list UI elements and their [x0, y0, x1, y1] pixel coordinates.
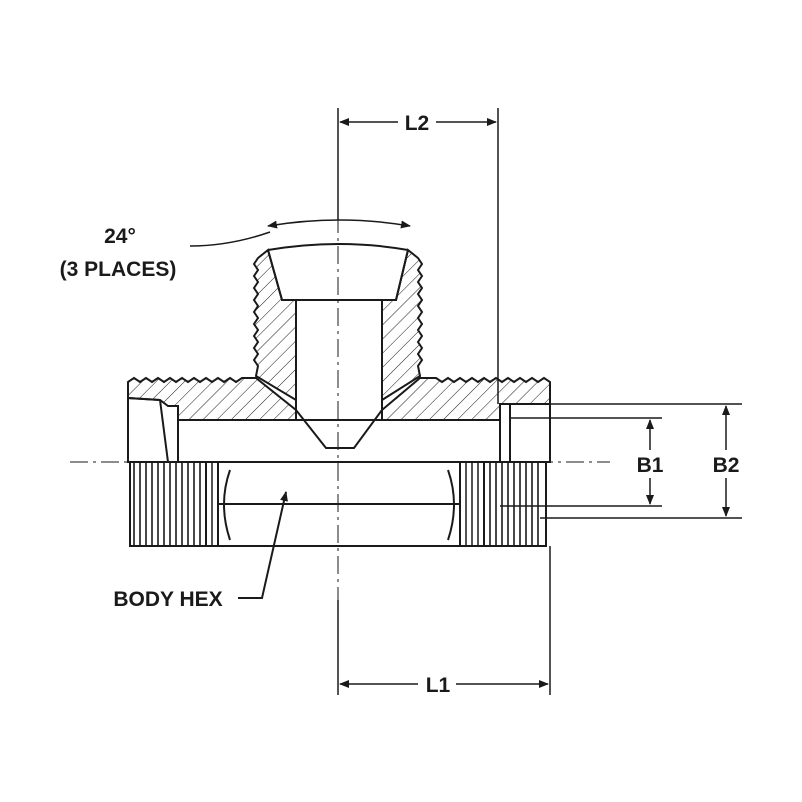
places-label: (3 PLACES) — [60, 258, 177, 281]
lower-external — [129, 461, 547, 547]
l1-label: L1 — [426, 674, 451, 697]
right-thread-lines — [489, 462, 539, 546]
top-right-thread — [381, 248, 424, 402]
dim-l2 — [337, 108, 499, 404]
left-thread-lines — [133, 462, 201, 546]
top-cone-top — [267, 243, 409, 251]
angle-annotation — [189, 219, 411, 247]
body-hex-label: BODY HEX — [113, 588, 222, 611]
top-left-thread — [252, 248, 297, 402]
run-body — [127, 376, 551, 463]
angle-label: 24° — [104, 225, 136, 248]
b2-label: B2 — [713, 454, 740, 477]
center-lines — [70, 215, 610, 600]
dim-b — [500, 403, 742, 519]
drill-point — [295, 409, 383, 449]
b1-label: B1 — [637, 454, 664, 477]
dim-l1 — [337, 546, 551, 695]
body-hex-leader — [238, 491, 288, 599]
l2-label: L2 — [405, 112, 430, 135]
